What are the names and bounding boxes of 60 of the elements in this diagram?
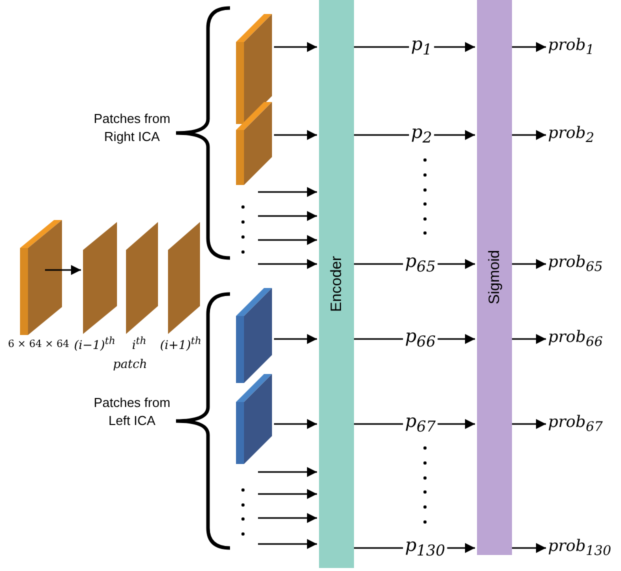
connector-line [354, 263, 403, 265]
group-label: Patches from Right ICA [92, 110, 172, 146]
score-label: p$_{66}$ [405, 328, 436, 350]
connector-line [354, 547, 403, 549]
arrow [258, 235, 317, 245]
arrow [512, 42, 546, 52]
score-label: p$_{65}$ [405, 253, 436, 275]
arrow [274, 334, 317, 344]
arrow [512, 543, 546, 553]
encoder-bar: Encoder [319, 0, 354, 568]
connector-line [354, 46, 409, 48]
arrow [274, 419, 317, 429]
patch-block [236, 374, 272, 464]
patch-label: i$^{th}$ [132, 337, 146, 351]
arrow [512, 259, 546, 269]
arrow [438, 419, 475, 429]
arrow [258, 489, 317, 499]
volume-block [20, 220, 62, 335]
arrow [258, 539, 317, 549]
patch-slab [83, 222, 117, 334]
probability-label: prob$_{66}$ [548, 329, 603, 350]
probability-label: prob$_{67}$ [548, 414, 603, 435]
probability-label: prob$_{1}$ [548, 37, 594, 58]
arrow [45, 265, 81, 275]
sigmoid-bar: Sigmoid [477, 0, 512, 555]
axis-caption: patch [112, 356, 148, 372]
arrow [258, 467, 317, 477]
group-label: Patches from Left ICA [92, 394, 172, 430]
probability-label: prob$_{2}$ [548, 125, 594, 146]
arrow [438, 259, 475, 269]
size-label: 6 × 64 × 64 [8, 340, 70, 350]
arrow [447, 543, 475, 553]
score-label: p$_{67}$ [405, 413, 436, 435]
patch-block [236, 102, 272, 185]
score-label: p$_{130}$ [405, 537, 446, 559]
arrow [512, 334, 546, 344]
arrow [438, 334, 475, 344]
patch-slab [126, 222, 158, 334]
score-label: p$_{1}$ [411, 36, 432, 58]
patch-label: (i−1)$^{th}$ [74, 337, 116, 351]
patch-label: (i+1)$^{th}$ [160, 337, 202, 351]
arrow [434, 42, 475, 52]
arrow [258, 513, 317, 523]
patch-block [236, 14, 272, 124]
arrow [258, 211, 317, 221]
arrow [434, 130, 475, 140]
patch-block [236, 288, 272, 383]
patch-slab [168, 222, 200, 334]
arrow [512, 130, 546, 140]
score-label: p$_{2}$ [411, 124, 432, 146]
arrow [512, 419, 546, 429]
connector-line [354, 134, 409, 136]
probability-label: prob$_{130}$ [548, 538, 612, 559]
connector-line [354, 338, 403, 340]
probability-label: prob$_{65}$ [548, 254, 603, 275]
arrow [274, 130, 317, 140]
arrow [258, 187, 317, 197]
connector-line [354, 423, 403, 425]
arrow [274, 42, 317, 52]
arrow [258, 259, 317, 269]
